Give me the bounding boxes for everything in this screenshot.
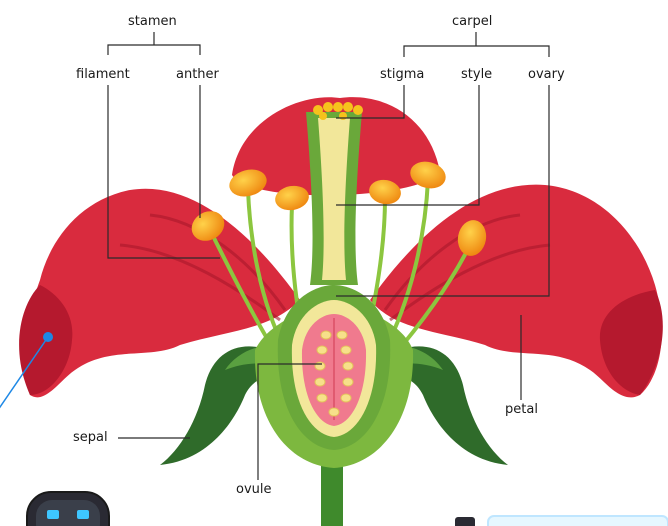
label-anther: anther [176, 67, 219, 83]
label-carpel: carpel [452, 14, 492, 30]
carpel-bracket [404, 32, 549, 57]
corner-panel [455, 516, 668, 526]
label-ovule: ovule [236, 482, 272, 498]
robot-avatar [27, 492, 109, 526]
label-style: style [461, 67, 492, 83]
label-sepal: sepal [73, 430, 108, 446]
stamen-bracket [108, 32, 200, 55]
label-petal: petal [505, 402, 538, 418]
label-filament: filament [76, 67, 130, 83]
label-stamen: stamen [128, 14, 177, 30]
label-ovary: ovary [528, 67, 565, 83]
label-stigma: stigma [380, 67, 424, 83]
